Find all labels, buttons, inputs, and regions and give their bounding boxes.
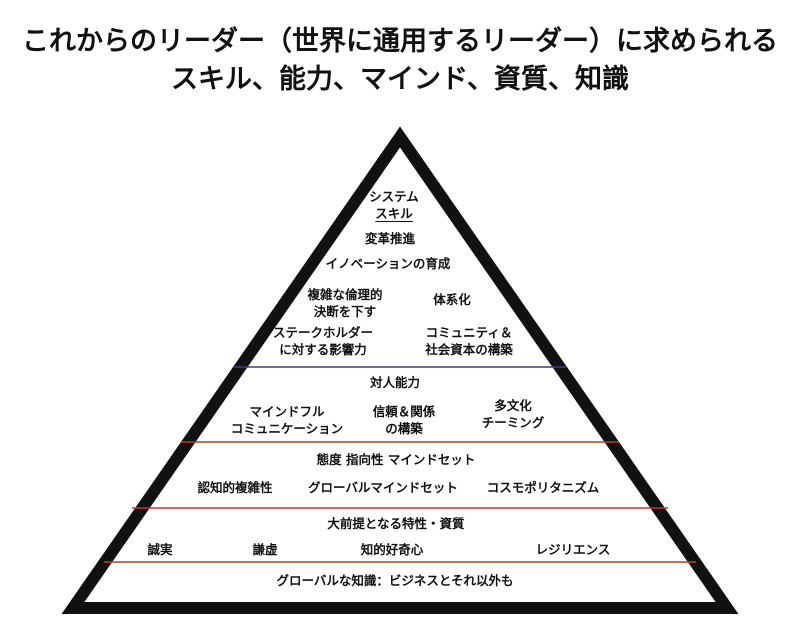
interpersonal-heading: 対人能力 — [369, 375, 421, 390]
system-heading-line1: システム — [369, 189, 419, 204]
ethical-decision-line1: 複雑な倫理的 — [307, 287, 383, 302]
attitude-heading: 態度 指向性 マインドセット — [316, 452, 476, 467]
title-line-1: これからのリーダー（世界に通用するリーダー）に求められる — [22, 26, 778, 57]
mindful-communication-label: マインドフル コミュニケーション — [231, 403, 343, 437]
trust-label: 信頼＆関係 の構築 — [373, 403, 436, 437]
system-heading-line2: スキル — [375, 206, 413, 221]
global-mindset-label: グローバルマインドセット — [308, 480, 458, 495]
systemize-label: 体系化 — [433, 292, 471, 307]
ethical-decision-line2: 決断を下す — [313, 304, 377, 319]
pyramid-outline — [61, 126, 739, 614]
integrity-label: 誠実 — [147, 542, 173, 557]
curiosity-label: 知的好奇心 — [360, 542, 424, 557]
community-line2: 社会資本の構築 — [425, 342, 513, 357]
multicultural-line1: 多文化 — [494, 398, 532, 413]
resilience-label: レジリエンス — [535, 542, 611, 557]
title-line-2: スキル、能力、マインド、資質、知識 — [171, 64, 629, 95]
traits-heading: 大前提となる特性・資質 — [327, 516, 465, 531]
cosmopolitanism-label: コスモポリタニズム — [486, 480, 600, 495]
multicultural-label: 多文化 チーミング — [482, 397, 545, 431]
innovation-label: イノベーションの育成 — [325, 256, 451, 271]
mindful-line1: マインドフル — [249, 404, 325, 419]
knowledge-heading: グローバルな知識：ビジネスとそれ以外も — [276, 573, 514, 588]
ethical-decision-label: 複雑な倫理的 決断を下す — [307, 286, 382, 320]
trust-line2: の構築 — [385, 421, 423, 436]
system-skills-heading: システム スキル — [369, 188, 419, 222]
stakeholder-label: ステークホルダー に対する影響力 — [273, 324, 373, 358]
mindful-line2: コミュニケーション — [230, 421, 344, 436]
stakeholder-line2: に対する影響力 — [279, 342, 367, 357]
multicultural-line2: チーミング — [481, 415, 545, 430]
transformation-label: 変革推進 — [364, 231, 416, 246]
trust-line1: 信頼＆関係 — [372, 404, 436, 419]
cognitive-complexity-label: 認知的複雑性 — [197, 480, 273, 495]
humility-label: 謙虚 — [252, 542, 278, 557]
stakeholder-line1: ステークホルダー — [272, 325, 374, 340]
community-line1: コミュニティ＆ — [425, 325, 513, 340]
community-label: コミュニティ＆ 社会資本の構築 — [425, 324, 513, 358]
